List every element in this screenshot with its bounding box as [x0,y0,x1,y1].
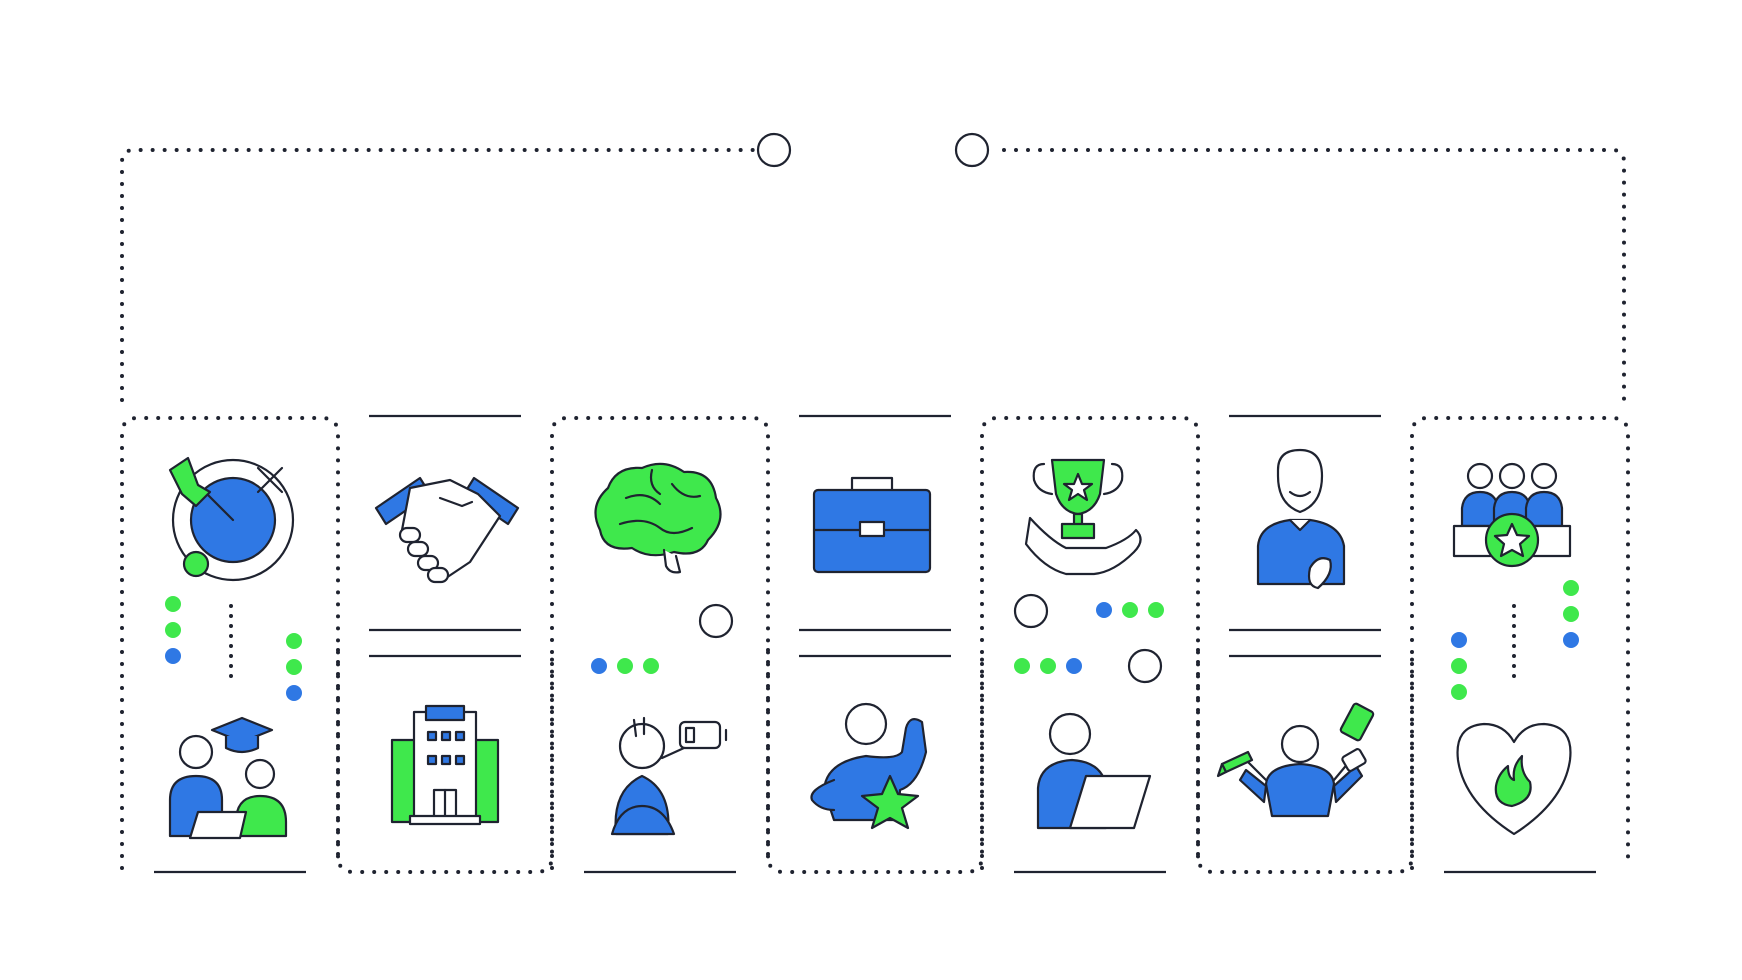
strong-person-star-icon [810,702,928,830]
col1-dot-blue-2 [286,685,302,701]
column-2-frame [336,648,554,874]
column-5-frame [980,416,1200,870]
low-battery-burnout-icon [610,716,728,836]
top-frame-right-path [1002,148,1626,402]
employee-avatar-icon [1256,448,1346,590]
column-4-frame [766,648,984,874]
target-arrow-icon [168,456,295,582]
mentoring-graduate-icon [168,716,288,840]
col5-dot-green-2 [1148,602,1164,618]
col7-dot-green-1 [1563,580,1579,596]
column-6-frame [1196,648,1414,874]
heart-flame-icon [1456,722,1572,836]
top-frame-left-path [120,148,758,402]
col5-dot-green-1 [1122,602,1138,618]
col5-dot-blue-2 [1066,658,1082,674]
col7-dot-blue-2 [1451,632,1467,648]
briefcase-icon [812,476,932,574]
col7-dot-blue-1 [1563,632,1579,648]
col3-dot-green-2 [643,658,659,674]
col3-dot-blue [591,658,607,674]
brain-icon [594,462,722,574]
handshake-icon [374,476,520,584]
column-7-frame [1410,416,1630,870]
col1-dot-blue-1 [165,648,181,664]
team-star-icon [1452,462,1572,568]
col1-dot-green-1 [165,596,181,612]
col1-dot-green-3 [286,633,302,649]
col7-dot-green-2 [1563,606,1579,622]
office-building-icon [390,704,500,826]
col3-ring [698,603,734,639]
col3-dot-green-1 [617,658,633,674]
top-frame-node-right [954,132,990,168]
column-1-frame [120,416,340,870]
col1-dot-green-2 [165,622,181,638]
person-laptop-icon [1036,712,1152,830]
solid-divider-lines [154,414,1596,874]
column-3-frame [550,416,770,870]
col5-dot-blue-1 [1096,602,1112,618]
decorative-dots [165,580,1579,701]
col5-dot-green-3 [1014,658,1030,674]
top-connector-frame [120,132,1626,402]
multitasking-person-icon [1216,702,1375,818]
col7-dot-green-3 [1451,658,1467,674]
col7-dot-green-4 [1451,684,1467,700]
column-frames [120,416,1630,874]
col5-ring-left [1013,593,1049,629]
col5-dot-green-4 [1040,658,1056,674]
col5-ring-right [1127,648,1163,684]
col1-dot-green-4 [286,659,302,675]
top-frame-node-left [756,132,792,168]
trophy-in-hand-icon [1024,458,1142,576]
